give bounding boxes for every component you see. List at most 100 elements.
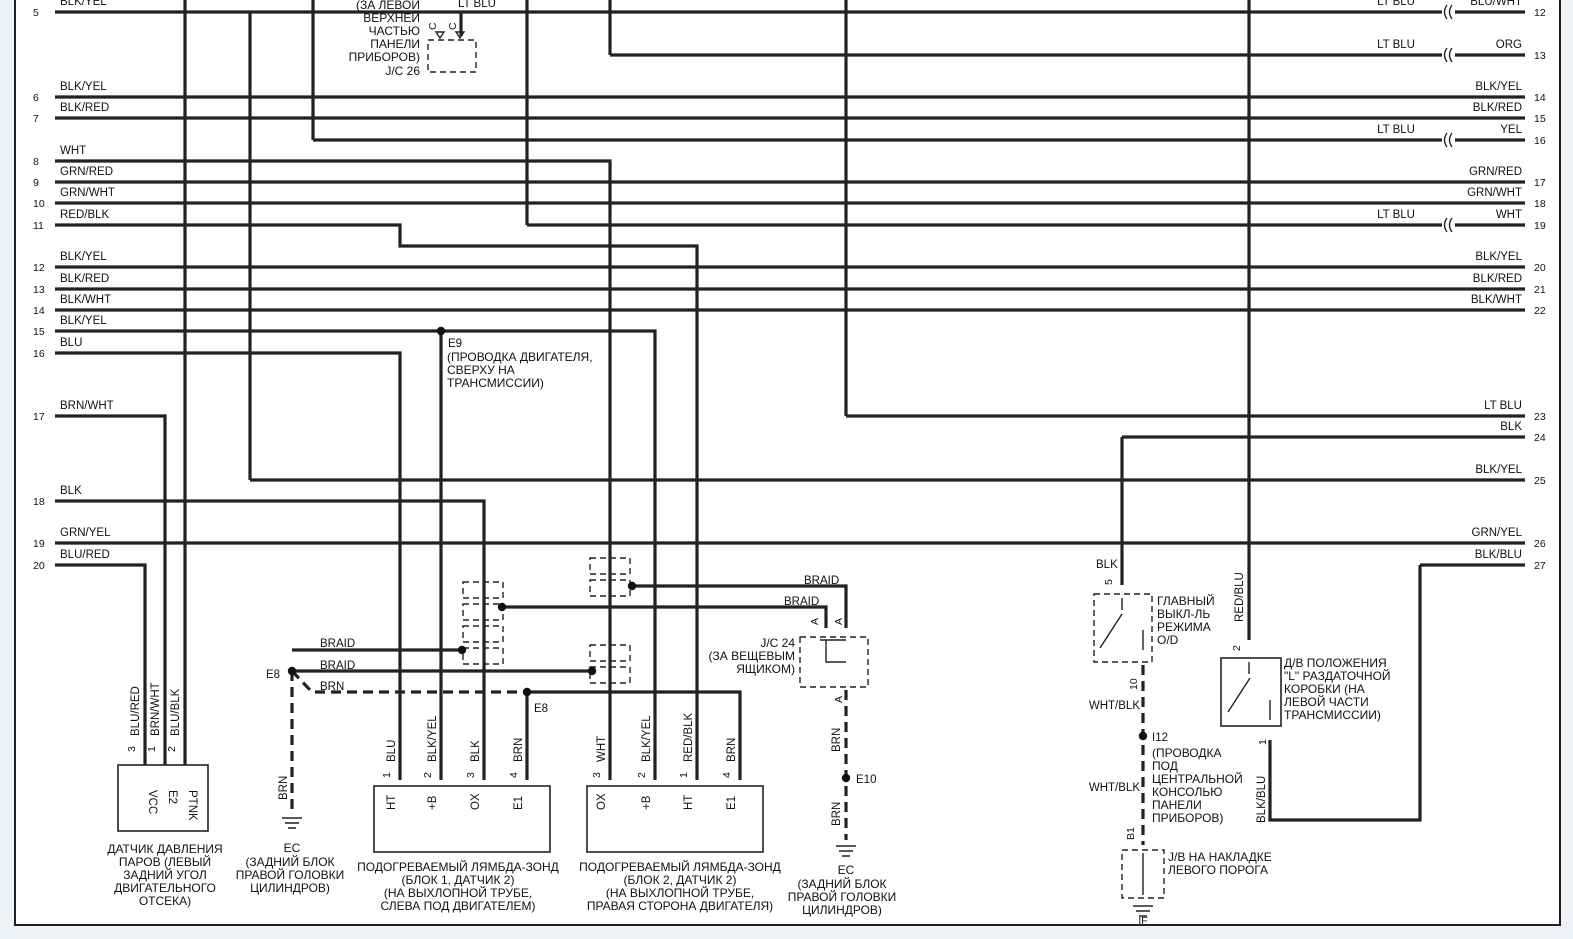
left-wire-color: BLK/YEL: [60, 251, 107, 263]
jb-box: [1121, 849, 1165, 899]
right-wire-color: YEL: [1500, 124, 1522, 136]
left-pin-number: 10: [33, 198, 45, 210]
vapor-sensor-caption: ЗАДНИЙ УГОЛ: [123, 867, 207, 882]
wire-row-20: [55, 563, 147, 765]
jc24-pin: A: [833, 618, 845, 625]
shield-connector-stack: [462, 603, 504, 621]
braid-label: BRAID: [320, 660, 355, 672]
left-pin-number: 9: [33, 177, 39, 189]
right-wire-sub-color: LT BLU: [1377, 124, 1415, 136]
l-pin-in: 2: [1231, 645, 1243, 651]
vapor-sensor-caption: ДАТЧИК ДАВЛЕНИЯ: [107, 842, 222, 856]
right-pin-number: 18: [1534, 198, 1546, 210]
o2-bank1-caption: СЛЕВА ПОД ДВИГАТЕЛЕМ): [381, 899, 536, 913]
l-switch-box: [1220, 657, 1282, 727]
braid-label: BRAID: [320, 638, 355, 650]
left-wire-color: BRN/WHT: [60, 400, 114, 412]
o2-bank2-pin: 2: [636, 772, 648, 778]
vapor-terminal: E2: [166, 790, 178, 804]
l-wire-in: RED/BLU: [1234, 572, 1246, 622]
components-layer: [117, 4, 1453, 917]
brn-label: BRN: [320, 681, 344, 693]
right-wire-sub-color: LT BLU: [1377, 209, 1415, 221]
vapor-wire-color: BRN/WHT: [150, 682, 162, 736]
i12-note: ПАНЕЛИ: [1152, 798, 1202, 812]
vapor-terminal: PTNK: [186, 790, 198, 821]
right-wire-color: LT BLU: [1484, 400, 1522, 412]
wire-row-18: [55, 499, 486, 780]
brn-label: BRN: [831, 802, 843, 826]
jb-pin: B1: [1125, 827, 1137, 840]
right-wire-color: BLK/RED: [1473, 102, 1522, 114]
o2-bank1-wire-color: BLK: [470, 740, 482, 762]
shield-connector-stack: [589, 557, 631, 575]
right-wire-color: BLU/WHT: [1470, 0, 1522, 8]
o2-bank2-caption: (БЛОК 2, ДАТЧИК 2): [624, 873, 737, 887]
i12-id: I12: [1152, 732, 1168, 744]
jc26-pin: C: [427, 22, 439, 30]
left-wire-color: GRN/RED: [60, 166, 113, 178]
i12-note: ЦЕНТРАЛЬНОЙ: [1152, 771, 1243, 786]
o2-bank1-pin: 3: [465, 772, 477, 778]
o2-bank1-pin: 1: [381, 772, 393, 778]
right-pin-number: 19: [1534, 220, 1546, 232]
ground-ec-caption: (ЗАДНИЙ БЛОК: [797, 876, 886, 891]
left-pin-number: 16: [33, 348, 45, 360]
left-pin-number: 20: [33, 560, 45, 572]
right-wire-color: GRN/YEL: [1472, 527, 1523, 539]
splice-dot: [587, 666, 597, 676]
switch-contact-icon: [1099, 598, 1144, 650]
o2-bank2-wire-color: WHT: [596, 736, 608, 762]
jc26-note: ВЕРХНЕЙ: [363, 10, 420, 25]
splice-dot: [627, 581, 637, 591]
braid-label: BRAID: [784, 596, 819, 608]
jc26-terminal-icon: [434, 31, 466, 40]
left-wire-color: BLK/YEL: [60, 81, 107, 93]
left-pin-number: 5: [33, 7, 39, 19]
right-pin-number: 20: [1534, 262, 1546, 274]
e8-id: E8: [266, 669, 280, 681]
left-pin-number: 14: [33, 305, 45, 317]
braid-wire: [502, 605, 828, 628]
l-switch-caption: "L" РАЗДАТОЧНОЙ: [1284, 668, 1391, 683]
o2-bank2-wire-color: BRN: [726, 738, 738, 762]
i12-note: (ПРОВОДКА: [1152, 746, 1222, 760]
left-wire-color: BLK/YEL: [60, 0, 107, 8]
i12-note: ПРИБОРОВ): [1152, 811, 1223, 825]
o2-bank2-terminal: E1: [726, 796, 738, 810]
od-pin-out: 10: [1128, 678, 1140, 690]
left-wire-color: BLU: [60, 337, 82, 349]
shield-connector-stack: [462, 625, 504, 643]
vapor-sensor-caption: ОТСЕКА): [139, 894, 191, 908]
o2-bank1-caption: (НА ВЫХЛОПНОЙ ТРУБЕ,: [384, 885, 532, 900]
right-pin-number: 21: [1534, 284, 1546, 296]
e9-note: (ПРОВОДКА ДВИГАТЕЛЯ,: [447, 350, 593, 364]
right-pin-number: 17: [1534, 177, 1546, 189]
left-pin-number: 11: [33, 220, 44, 232]
od-switch-caption: O/D: [1157, 633, 1179, 647]
right-pin-number: 26: [1534, 538, 1546, 550]
ground-icon: [282, 817, 302, 829]
left-wire-color: GRN/WHT: [60, 187, 115, 199]
left-wire-color: BLK/RED: [60, 102, 109, 114]
o2-bank1-terminal: OX: [470, 793, 482, 810]
left-pin-number: 17: [33, 411, 45, 423]
o2-bank1-pin: 2: [422, 772, 434, 778]
splice-dot: [497, 602, 507, 612]
o2-bank2-pin: 4: [721, 772, 733, 778]
ground-icon: [836, 845, 856, 857]
wires-layer: [55, 0, 1525, 845]
o2-bank1-caption: (БЛОК 1, ДАТЧИК 2): [402, 873, 515, 887]
splice-dot: [457, 645, 467, 655]
right-pin-number: 25: [1534, 475, 1546, 487]
vapor-wire-color: BLU/RED: [130, 686, 142, 736]
o2-bank1-box: [373, 785, 551, 853]
left-wire-color: BLU/RED: [60, 549, 110, 561]
jc24-label: ЯЩИКОМ): [736, 662, 795, 676]
vapor-pin: 1: [146, 746, 158, 752]
od-wire-out: WHT/BLK: [1089, 700, 1140, 712]
right-wire-color: WHT: [1496, 209, 1522, 221]
o2-bank2-wire-color: RED/BLK: [683, 712, 695, 762]
